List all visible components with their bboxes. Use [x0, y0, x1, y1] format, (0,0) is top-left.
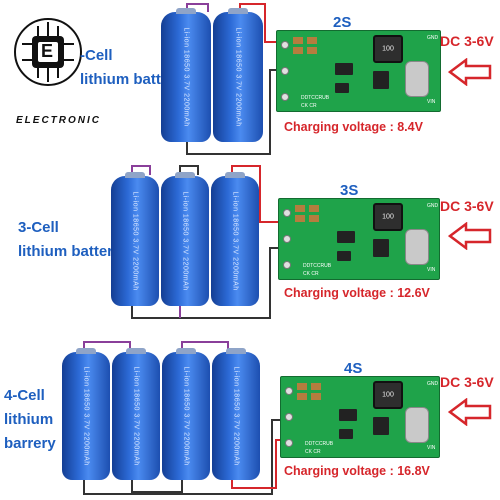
battery-cell: Li-ion 18650 3.7V 2200mAh — [62, 348, 110, 480]
usb-c-port — [405, 407, 429, 443]
inductor: 100 — [373, 35, 403, 63]
charger-board-2s: 100 DDTCCRUB CK CR GND VIN — [276, 30, 441, 112]
dc-input-label-2s: DC 3-6V — [440, 33, 494, 49]
brand-logo: E — [14, 12, 82, 92]
chip-logo-icon — [14, 18, 82, 86]
config-label-4s: 4S — [344, 360, 363, 377]
inductor: 100 — [373, 203, 403, 231]
usb-c-port — [405, 61, 429, 97]
dc-input-label-3s: DC 3-6V — [440, 198, 494, 214]
battery-cell: Li-ion 18650 3.7V 2200mAh — [161, 172, 209, 306]
inductor: 100 — [373, 381, 403, 409]
charger-board-3s: 100 DDTCCRUB CK CR GND VIN — [278, 198, 440, 280]
cell-label-4s: 4-Cell lithium barrery — [4, 387, 56, 452]
battery-cell: Li-ion 18650 3.7V 2200mAh — [211, 172, 259, 306]
battery-cell: Li-ion 18650 3.7V 2200mAh — [213, 8, 263, 142]
battery-cell: Li-ion 18650 3.7V 2200mAh — [161, 8, 211, 142]
dc-input-label-4s: DC 3-6V — [440, 374, 494, 390]
battery-cell: Li-ion 18650 3.7V 2200mAh — [162, 348, 210, 480]
input-arrow-icon — [448, 222, 492, 250]
battery-cell: Li-ion 18650 3.7V 2200mAh — [212, 348, 260, 480]
config-label-3s: 3S — [340, 182, 359, 199]
charging-voltage-3s: Charging voltage : 12.6V — [284, 286, 430, 300]
usb-c-port — [405, 229, 429, 265]
charger-board-4s: 100 DDTCCRUB CK CR GND VIN — [280, 376, 440, 458]
cell-label-3s: 3-Cell lithium battery — [18, 219, 122, 260]
charging-voltage-4s: Charging voltage : 16.8V — [284, 464, 430, 478]
input-arrow-icon — [448, 398, 492, 426]
logo-letter: E — [41, 41, 54, 61]
brand-name: ELECTRONIC — [16, 115, 101, 126]
config-label-2s: 2S — [333, 14, 352, 31]
input-arrow-icon — [448, 58, 492, 86]
battery-cell: Li-ion 18650 3.7V 2200mAh — [112, 348, 160, 480]
charging-voltage-2s: Charging voltage : 8.4V — [284, 120, 423, 134]
battery-cell: Li-ion 18650 3.7V 2200mAh — [111, 172, 159, 306]
